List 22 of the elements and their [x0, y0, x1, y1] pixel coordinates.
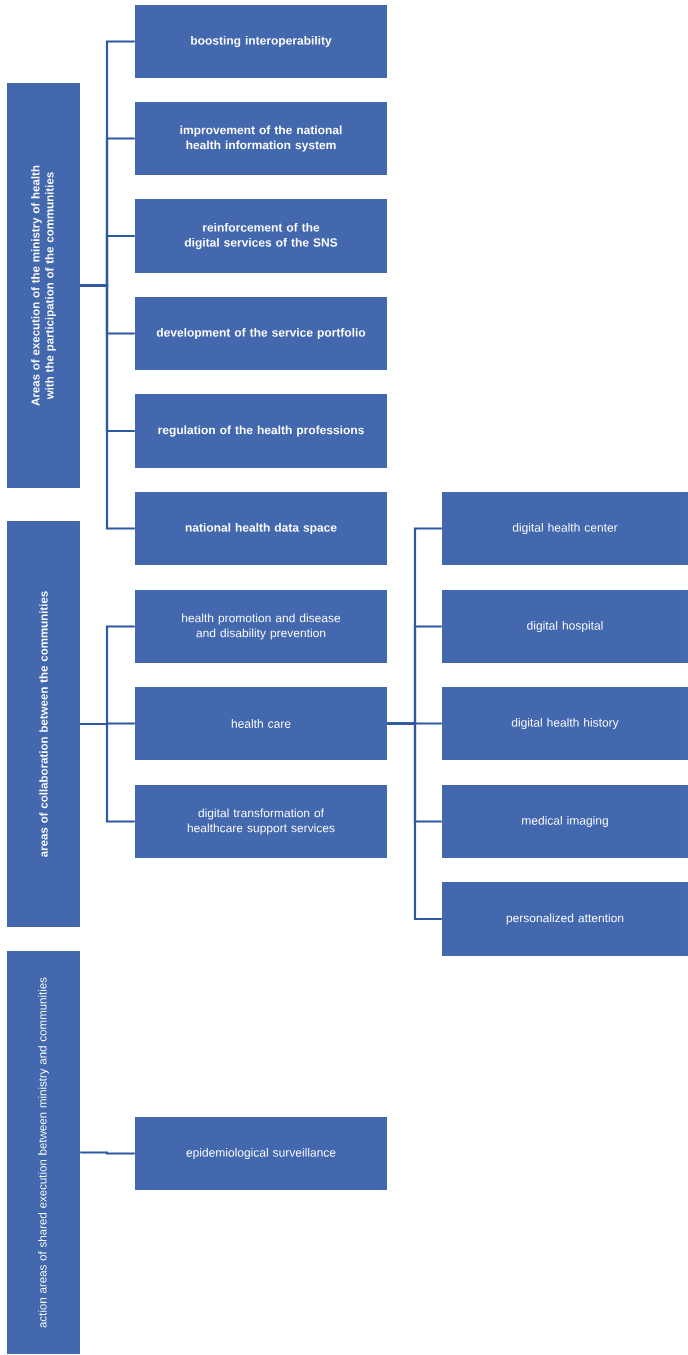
category-band: action areas of shared execution between ministry and communities [7, 951, 80, 1354]
connector-line [80, 722, 135, 823]
connector-line [80, 284, 135, 530]
topic-box: personalized attention [442, 882, 688, 956]
category-band: areas of collaboration between the communities [7, 521, 80, 927]
topic-box: medical imaging [442, 785, 688, 858]
topic-box: health care [135, 687, 387, 760]
topic-box: national health data space [135, 492, 387, 565]
topic-box: digital health history [442, 687, 688, 760]
topic-box: improvement of the national health information system [135, 102, 387, 175]
topic-box: epidemiological surveillance [135, 1117, 387, 1190]
connector-line [80, 1151, 135, 1155]
connector-line [387, 722, 442, 921]
topic-box: digital transformation of healthcare support services [135, 785, 387, 858]
topic-box: boosting interoperability [135, 5, 387, 78]
topic-box: health promotion and disease and disability prevention [135, 590, 387, 663]
topic-box: reinforcement of the digital services of the SNS [135, 199, 387, 273]
topic-box: development of the service portfolio [135, 297, 387, 370]
category-band: Areas of execution of the ministry of health with the participation of the communities [7, 83, 80, 488]
topic-box: digital health center [442, 492, 688, 565]
topic-box: digital hospital [442, 590, 688, 663]
topic-box: regulation of the health professions [135, 394, 387, 468]
